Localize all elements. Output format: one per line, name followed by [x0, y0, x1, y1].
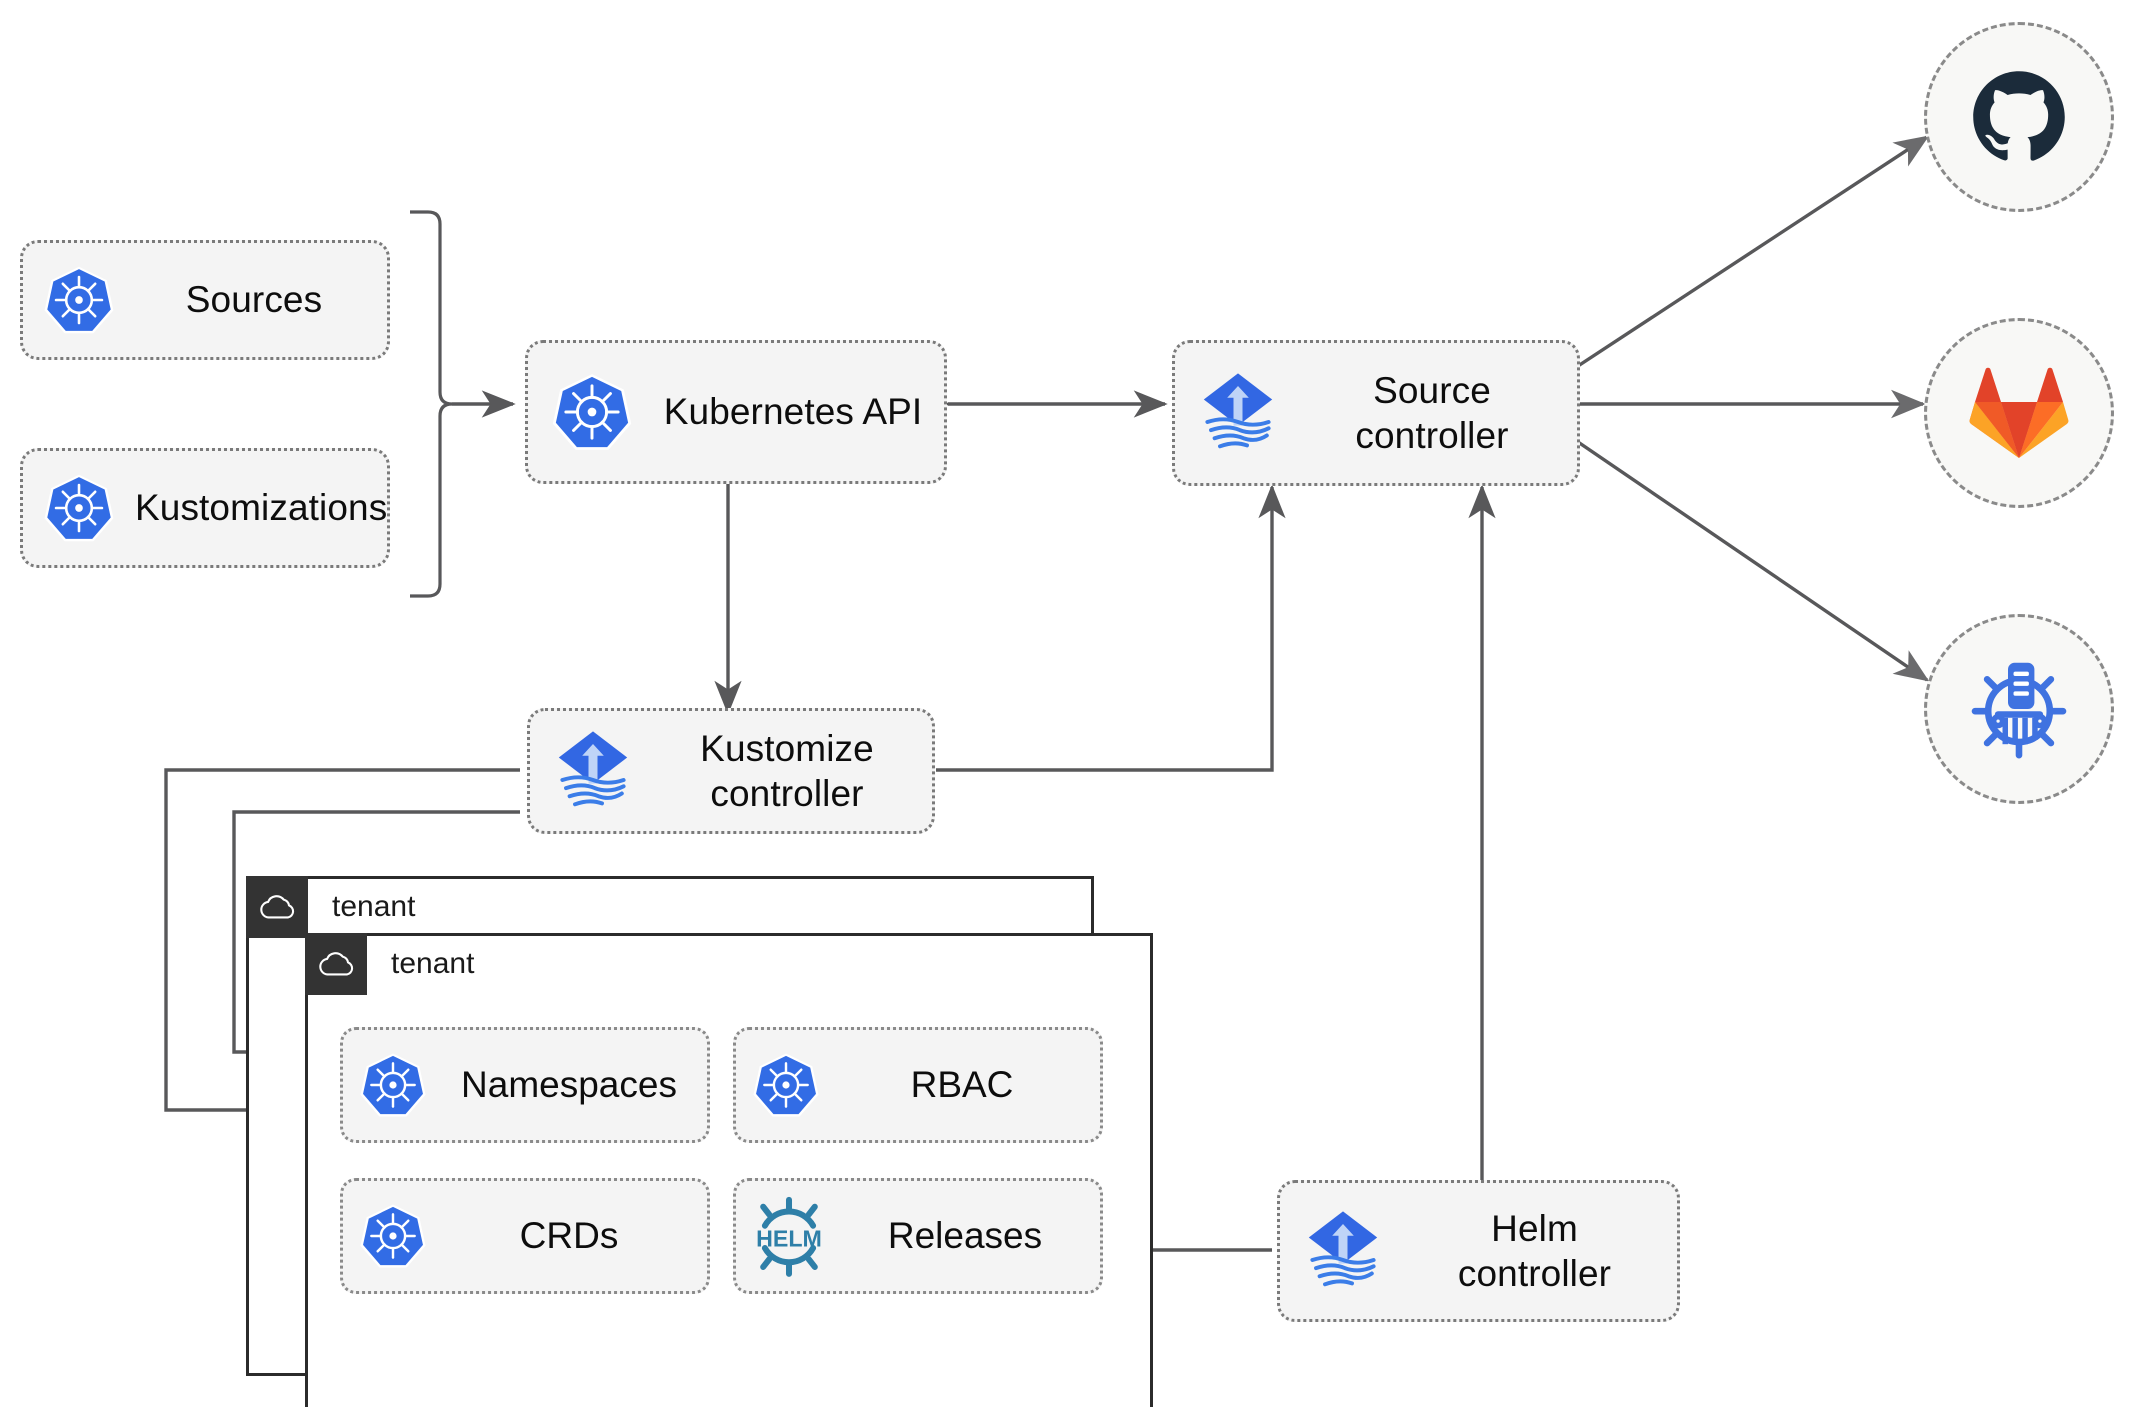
kubernetes-icon — [23, 472, 135, 544]
kustomize-controller-line2: controller — [710, 773, 864, 814]
node-rbac[interactable]: RBAC — [733, 1027, 1103, 1143]
node-label: RBAC — [910, 1064, 1014, 1105]
svg-text:HELM: HELM — [756, 1225, 822, 1251]
node-label: Sources — [185, 279, 323, 321]
node-label: Namespaces — [461, 1064, 677, 1105]
kustomize-controller-line1: Kustomize — [700, 727, 874, 769]
node-kubernetes-api[interactable]: Kubernetes API — [525, 340, 947, 484]
github-icon — [1973, 71, 2065, 161]
node-crds[interactable]: CRDs — [340, 1178, 710, 1294]
source-controller-line2: controller — [1355, 415, 1509, 456]
flux-icon — [530, 726, 656, 816]
node-helm-controller[interactable]: Helm controller — [1277, 1180, 1680, 1322]
tenant-label: tenant — [391, 947, 475, 980]
node-sources[interactable]: Sources — [20, 240, 390, 360]
kubernetes-icon — [343, 1051, 443, 1119]
node-label: Kustomize controller — [656, 726, 932, 816]
source-controller-line1: Source — [1373, 369, 1491, 411]
tenant-inner-header: tenant — [305, 933, 474, 995]
node-namespaces[interactable]: Namespaces — [340, 1027, 710, 1143]
node-kustomizations[interactable]: Kustomizations — [20, 448, 390, 568]
cloud-icon — [305, 933, 367, 995]
provider-helm-repository[interactable] — [1924, 614, 2114, 804]
node-kustomize-controller[interactable]: Kustomize controller — [527, 708, 935, 834]
node-source-controller[interactable]: Source controller — [1172, 340, 1580, 486]
node-label: Releases — [887, 1215, 1043, 1256]
node-label: Kustomizations — [135, 487, 388, 529]
kubernetes-icon — [528, 371, 656, 453]
helm-controller-line2: controller — [1457, 1253, 1612, 1294]
gitlab-icon — [1969, 367, 2069, 458]
helm-chart-repository-icon — [1971, 662, 2067, 759]
node-label: Kubernetes API — [663, 391, 923, 433]
provider-gitlab[interactable] — [1924, 318, 2114, 508]
kubernetes-icon — [736, 1051, 836, 1119]
provider-github[interactable] — [1924, 22, 2114, 212]
node-label: Source controller — [1301, 368, 1577, 458]
flux-icon — [1280, 1206, 1406, 1296]
kubernetes-icon — [23, 264, 135, 336]
cloud-icon — [246, 876, 308, 938]
node-releases[interactable]: HELM Releases — [733, 1178, 1103, 1294]
node-label: CRDs — [519, 1215, 619, 1256]
helm-controller-line1: Helm — [1491, 1207, 1578, 1249]
node-label: Helm controller — [1406, 1206, 1677, 1296]
tenant-inner[interactable]: tenant — [305, 933, 1153, 1407]
kubernetes-icon — [343, 1202, 443, 1270]
tenant-label: tenant — [332, 890, 416, 923]
helm-icon: HELM — [736, 1193, 842, 1279]
tenant-outer-header: tenant — [246, 876, 415, 938]
flux-icon — [1175, 368, 1301, 458]
